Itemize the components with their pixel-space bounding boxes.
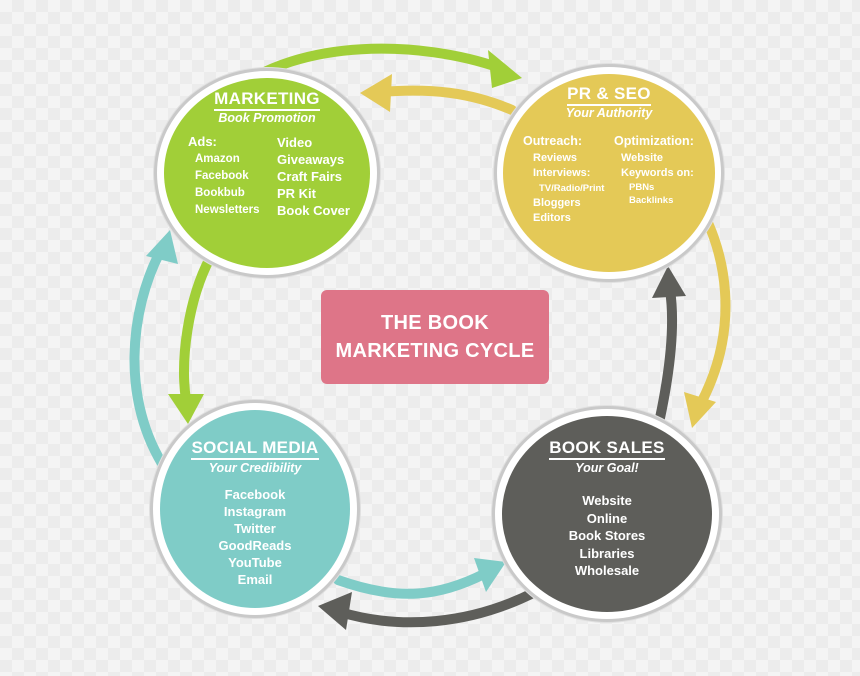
prseo-optimization-item: Keywords on: bbox=[621, 167, 694, 179]
arrow-social-to-sales-head bbox=[474, 558, 506, 592]
social-title: SOCIAL MEDIA bbox=[160, 438, 350, 460]
arrow-prseo-to-marketing bbox=[375, 85, 517, 115]
prseo-outreach-item: Reviews bbox=[533, 152, 578, 164]
social-subtitle: Your Credibility bbox=[208, 461, 302, 475]
marketing-ads-item: Bookbub bbox=[195, 187, 245, 199]
social-item: YouTube bbox=[228, 555, 282, 570]
social-item: Facebook bbox=[224, 487, 286, 502]
prseo-outreach-item: Bloggers bbox=[533, 197, 581, 209]
prseo-subtitle: Your Authority bbox=[565, 106, 653, 120]
sales-node: BOOK SALES Your Goal! Website Online Boo… bbox=[502, 416, 712, 612]
marketing-item: PR Kit bbox=[277, 186, 316, 201]
arrow-sales-to-social-head bbox=[318, 592, 352, 630]
prseo-outreach-heading: Outreach: bbox=[523, 134, 583, 148]
social-item: GoodReads bbox=[218, 538, 292, 553]
arrow-sales-to-prseo-head bbox=[652, 266, 686, 298]
marketing-subtitle: Book Promotion bbox=[218, 111, 316, 125]
center-title-line2: MARKETING CYCLE bbox=[335, 340, 535, 362]
marketing-title: MARKETING bbox=[164, 89, 370, 111]
prseo-title: PR & SEO bbox=[503, 84, 715, 106]
arrow-social-to-marketing-head bbox=[146, 230, 178, 264]
arrow-prseo-to-sales-head bbox=[684, 392, 716, 428]
marketing-ads-item: Amazon bbox=[195, 153, 240, 165]
center-title-line1: THE BOOK bbox=[381, 312, 489, 334]
arrow-sales-to-prseo bbox=[655, 285, 678, 423]
prseo-optimization-item: Website bbox=[621, 152, 663, 164]
sales-item: Book Stores bbox=[568, 528, 646, 544]
marketing-item: Book Cover bbox=[277, 203, 350, 218]
center-title-box: THE BOOK MARKETING CYCLE bbox=[321, 290, 549, 384]
sales-item: Website bbox=[582, 493, 632, 508]
marketing-ads-item: Facebook bbox=[195, 170, 249, 182]
prseo-optimization-subitem: Backlinks bbox=[629, 195, 674, 206]
prseo-outreach-item: Editors bbox=[533, 212, 571, 224]
marketing-ads-heading: Ads: bbox=[188, 134, 217, 149]
social-item: Instagram bbox=[223, 504, 287, 519]
arrow-social-to-sales bbox=[333, 569, 489, 599]
marketing-item: Craft Fairs bbox=[277, 169, 343, 184]
arrow-marketing-to-social-head bbox=[168, 394, 204, 424]
prseo-optimization-subitem: PBNs bbox=[629, 182, 655, 193]
sales-subtitle: Your Goal! bbox=[575, 461, 639, 475]
social-item: Email bbox=[237, 572, 273, 587]
marketing-item: Giveaways bbox=[277, 152, 345, 167]
prseo-node: PR & SEO Your Authority Outreach: Review… bbox=[503, 74, 715, 272]
prseo-outreach-item: Interviews: bbox=[533, 167, 591, 179]
marketing-ads-item: Newsletters bbox=[195, 204, 260, 216]
sales-item: Online bbox=[586, 510, 628, 526]
prseo-outreach-subitem: TV/Radio/Print bbox=[539, 183, 605, 194]
prseo-optimization-heading: Optimization: bbox=[614, 134, 694, 148]
social-node: SOCIAL MEDIA Your Credibility Facebook I… bbox=[160, 410, 350, 608]
arrow-marketing-to-social bbox=[179, 253, 215, 405]
social-item: Twitter bbox=[234, 521, 276, 536]
arrow-prseo-to-marketing-head bbox=[360, 74, 392, 112]
arrow-marketing-to-prseo-head bbox=[488, 50, 522, 88]
sales-title: BOOK SALES bbox=[502, 438, 712, 460]
arrow-social-to-marketing bbox=[129, 247, 171, 475]
sales-item: Libraries bbox=[579, 545, 635, 561]
marketing-node: MARKETING Book Promotion Ads: Amazon Fac… bbox=[164, 78, 370, 268]
sales-item: Wholesale bbox=[574, 563, 640, 579]
marketing-item: Video bbox=[277, 135, 313, 150]
arrow-sales-to-social bbox=[335, 587, 540, 628]
